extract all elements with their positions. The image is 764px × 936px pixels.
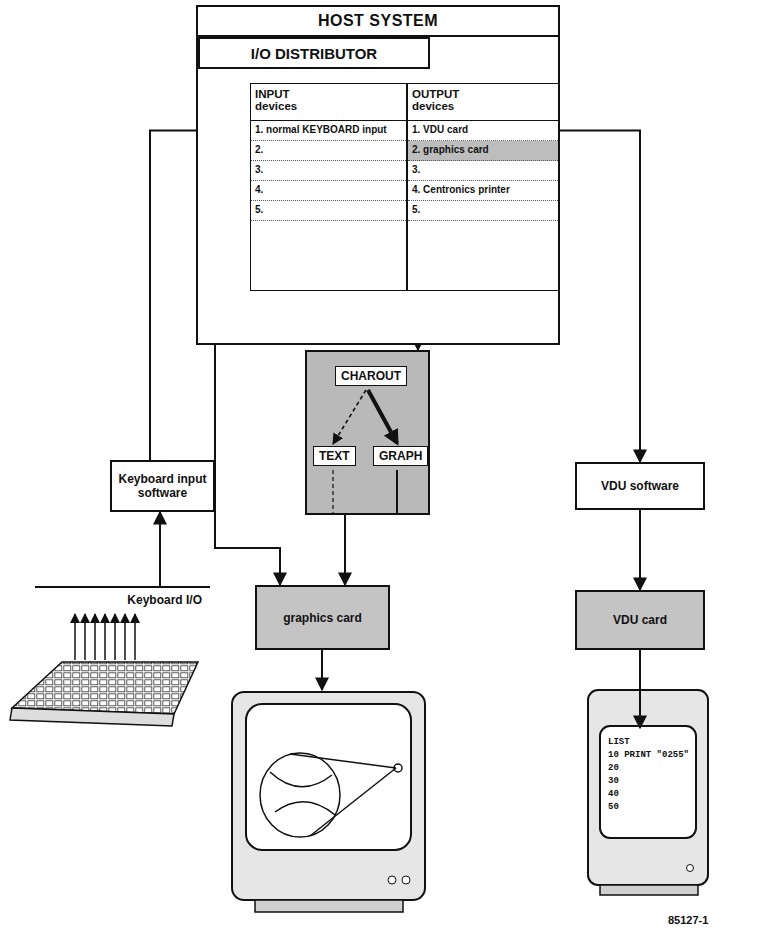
node-title: VDU card <box>613 613 667 627</box>
node-title: I/O DISTRIBUTOR <box>251 45 377 62</box>
node-text: 50 <box>608 801 688 814</box>
node-title: INPUT devices <box>251 84 329 120</box>
screen-listing: LIST10 PRINT "0255"20304050 <box>602 728 694 836</box>
vdu-monitor <box>588 690 708 895</box>
node-title: Keyboard I/O <box>127 593 202 607</box>
card-box: VDU card <box>575 590 705 650</box>
node-text: 5. <box>408 201 558 221</box>
software-box: Keyboard input software <box>110 460 215 512</box>
node-text: 3. <box>251 161 406 181</box>
node-text: 1. VDU card <box>408 120 558 141</box>
node-text: TEXT <box>313 446 356 466</box>
graph-out-line <box>396 470 398 515</box>
node-title: LIST <box>608 736 688 749</box>
keyboard-lines <box>75 614 135 660</box>
node-title: OUTPUT devices <box>408 84 486 120</box>
keyboard-io-bar: Keyboard I/O <box>35 586 210 612</box>
node-text: 4. Centronics printer <box>408 181 558 201</box>
charout-box: CHAROUT TEXT GRAPH <box>305 350 430 515</box>
distributor-box: I/O DISTRIBUTOR <box>198 37 430 69</box>
video-wire <box>321 650 323 690</box>
flow-arrow <box>344 515 346 585</box>
input-device-table: INPUT devices1. normal KEYBOARD input2.3… <box>250 83 407 291</box>
node-text: 1. normal KEYBOARD input <box>251 120 406 141</box>
flow-arrow <box>639 650 641 728</box>
graphics-monitor <box>232 692 425 912</box>
card-box: graphics card <box>255 585 390 650</box>
node-text: 5. <box>251 201 406 221</box>
host-system-box: I/O DISTRIBUTOR INPUT devices1. normal KE… <box>196 5 560 345</box>
node-text: 10 PRINT "0255" <box>608 749 688 762</box>
graph-path-arrow <box>368 390 397 443</box>
flow-arrow <box>639 510 641 590</box>
node-title: HOST SYSTEM <box>198 7 558 37</box>
flow-arrow <box>215 345 280 585</box>
graphics-drawing <box>260 753 402 837</box>
node-text: 40 <box>608 788 688 801</box>
figure-number: 85127-1 <box>668 914 708 926</box>
text-path-arrow <box>333 390 366 444</box>
software-box: VDU software <box>575 462 705 510</box>
node-title: VDU software <box>601 479 679 493</box>
flow-arrow <box>559 131 640 463</box>
node-text: 3. <box>408 161 558 181</box>
keyboard <box>10 662 198 726</box>
node-text: 30 <box>608 775 688 788</box>
node-text: 4. <box>251 181 406 201</box>
node-text: 2. graphics card <box>408 141 558 161</box>
node-text: 20 <box>608 762 688 775</box>
node-text: 2. <box>251 141 406 161</box>
node-text: GRAPH <box>373 446 428 466</box>
charout-ground <box>305 350 430 515</box>
output-device-table: OUTPUT devices1. VDU card2. graphics car… <box>407 83 559 291</box>
node-title: graphics card <box>283 611 362 625</box>
flow-arrow <box>159 512 161 586</box>
node-title: CHAROUT <box>335 366 407 386</box>
text-out-line <box>332 470 333 515</box>
node-title: Keyboard input software <box>118 472 207 500</box>
